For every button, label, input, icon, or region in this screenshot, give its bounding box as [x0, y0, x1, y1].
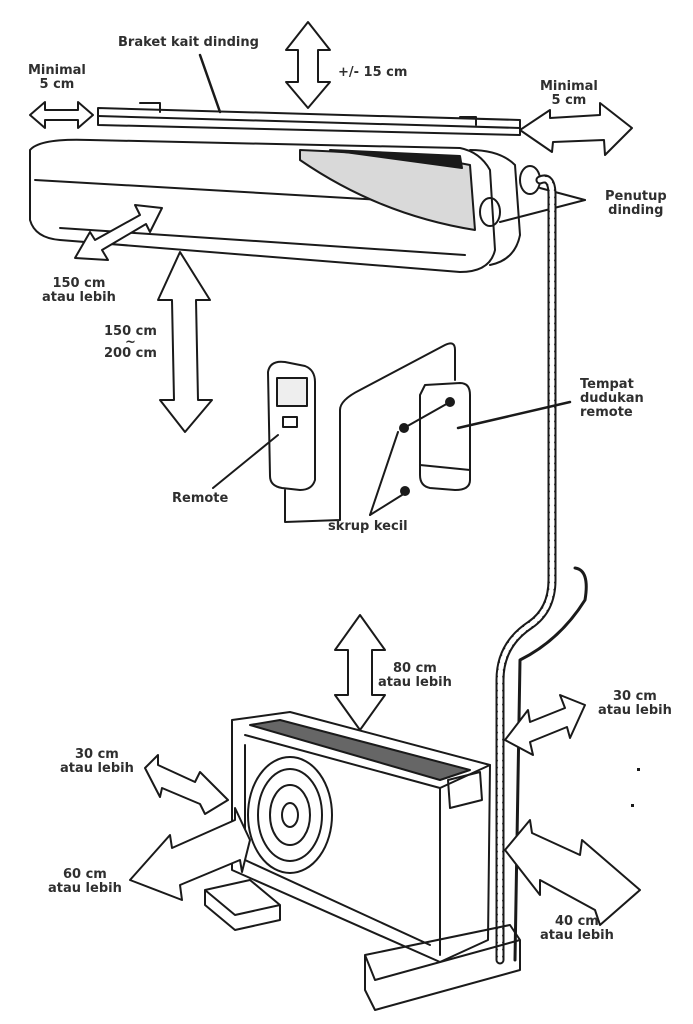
arrow-back-outdoor	[504, 694, 586, 756]
label-line: atau lebih	[60, 761, 134, 776]
outdoor-top-clearance-label: 80 cm atau lebih	[378, 662, 452, 690]
label-line: 80 cm	[392, 661, 437, 676]
label-line: 5 cm	[39, 77, 75, 92]
indoor-height-label: 150 cm ~ 200 cm	[104, 324, 157, 361]
label-line: 150 cm	[104, 324, 157, 339]
label-line: dudukan	[580, 391, 644, 406]
outdoor-right-clearance-label: 40 cm atau lebih	[540, 915, 614, 943]
label-line: remote	[580, 405, 633, 420]
label-line: atau lebih	[598, 703, 672, 718]
arrow-front-outdoor	[129, 807, 251, 901]
screws-label: skrup kecil	[328, 519, 408, 534]
indoor-left-clearance-label: Minimal 5 cm	[28, 64, 86, 92]
label-line: Minimal	[540, 79, 598, 94]
remote-holder-label: Tempat dudukan remote	[580, 378, 644, 420]
label-line: atau lebih	[42, 290, 116, 305]
outdoor-back-clearance-label: 30 cm atau lebih	[598, 690, 672, 718]
arrow-top-bracket	[285, 21, 331, 109]
label-line: atau lebih	[540, 928, 614, 943]
label-line: Penutup	[605, 189, 667, 204]
outdoor-left-clearance-label: 30 cm atau lebih	[60, 748, 134, 776]
label-line: atau lebih	[48, 881, 122, 896]
label-line: dinding	[608, 203, 664, 218]
bracket-label: Braket kait dinding	[118, 35, 259, 50]
wall-bracket	[97, 53, 521, 136]
indoor-unit	[29, 138, 586, 273]
indoor-top-clearance-label: +/- 15 cm	[338, 65, 408, 80]
refrigerant-pipe	[495, 174, 588, 965]
arrow-top-outdoor	[334, 614, 386, 731]
wall-cover-label: Penutup dinding	[605, 190, 667, 218]
label-line: 40 cm	[554, 914, 599, 929]
remote-label: Remote	[172, 491, 229, 506]
label-line: Tempat	[580, 377, 634, 392]
label-line: 60 cm	[62, 867, 107, 882]
outdoor-front-clearance-label: 60 cm atau lebih	[48, 868, 122, 896]
outdoor-unit	[204, 711, 521, 1011]
label-line: 30 cm	[612, 689, 657, 704]
label-line: ~	[125, 335, 136, 350]
label-line: 30 cm	[74, 747, 119, 762]
arrow-left-outdoor	[144, 754, 229, 815]
label-line: Minimal	[28, 63, 86, 78]
label-line: atau lebih	[378, 675, 452, 690]
clearance-arrows	[29, 21, 641, 926]
arrow-right-indoor	[519, 102, 633, 156]
arrow-front-indoor	[74, 204, 163, 261]
arrow-left-indoor	[29, 101, 94, 129]
label-line: 150 cm	[52, 276, 106, 291]
label-line: 5 cm	[551, 93, 587, 108]
indoor-front-clearance-label: 150 cm atau lebih	[42, 277, 116, 305]
label-line: 200 cm	[104, 346, 157, 361]
remote-control-drawing	[212, 342, 456, 523]
arrow-height-indoor	[157, 251, 213, 433]
indoor-right-clearance-label: Minimal 5 cm	[540, 80, 598, 108]
arrow-right-outdoor	[504, 819, 641, 926]
remote-holder-drawing	[369, 382, 572, 516]
